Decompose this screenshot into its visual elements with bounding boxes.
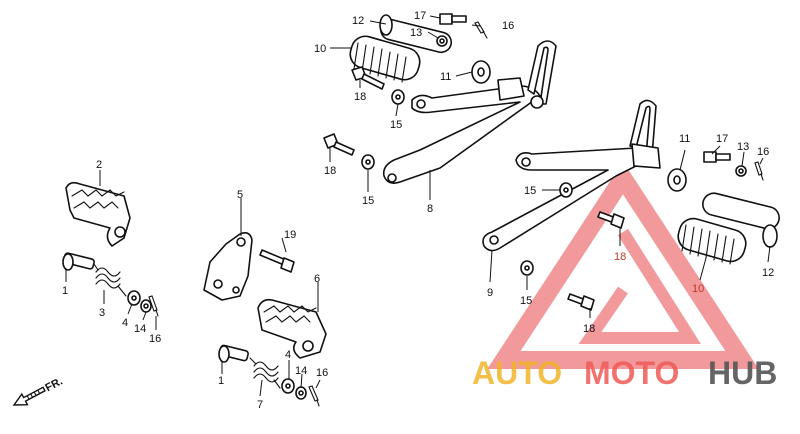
watermark-auto: AUTO xyxy=(472,355,562,391)
front-arrow-icon xyxy=(12,386,46,406)
left-footpeg-assembly xyxy=(62,181,159,317)
callout-11-upper: 11 xyxy=(440,71,451,83)
washer-15-upper xyxy=(391,89,405,105)
footrest-pin-12 xyxy=(379,14,453,54)
callout-15-left: 15 xyxy=(362,195,374,207)
washer-13-right xyxy=(735,165,747,177)
callout-12-upper: 12 xyxy=(352,15,364,27)
callout-7: 7 xyxy=(257,399,263,411)
upper-footrest-assembly xyxy=(323,13,557,184)
washer-15-mid xyxy=(559,182,573,198)
front-label: FR. xyxy=(43,375,64,394)
callout-4-left: 4 xyxy=(122,317,128,329)
watermark-moto: MOTO xyxy=(584,355,679,391)
cotter-pin-16-lower xyxy=(308,385,320,407)
callout-12-right: 12 xyxy=(762,267,774,279)
pin-1-lower xyxy=(218,344,249,363)
callout-18-left: 18 xyxy=(324,165,336,177)
front-direction-indicator: FR. xyxy=(12,375,65,406)
bolt-18-low xyxy=(567,293,595,311)
washer-4-lower xyxy=(281,378,295,394)
bolt-18-left xyxy=(323,133,355,156)
callout-15-mid: 15 xyxy=(524,185,536,197)
spring-3-left xyxy=(93,263,127,297)
bolt-17 xyxy=(439,13,467,25)
callout-numbers: 12 17 16 13 10 11 18 15 18 15 8 15 9 15 … xyxy=(62,10,774,411)
callout-14-left: 14 xyxy=(134,323,146,335)
callout-9: 9 xyxy=(487,287,493,299)
callout-5: 5 xyxy=(237,189,243,201)
washer-14-left xyxy=(140,299,152,313)
cotter-pin-16-left xyxy=(148,295,159,317)
callout-16-left: 16 xyxy=(149,333,161,345)
leader-lines xyxy=(65,15,771,397)
callout-14-lower: 14 xyxy=(295,365,307,377)
pin-1-left xyxy=(62,252,95,271)
footrest-rubber-10-right xyxy=(677,217,747,265)
bolt-18-upper xyxy=(351,66,385,90)
washer-13 xyxy=(436,35,448,47)
callout-17-upper: 17 xyxy=(414,10,426,22)
bolt-19 xyxy=(259,249,295,273)
callout-17-right: 17 xyxy=(716,133,728,145)
callout-6: 6 xyxy=(314,273,320,285)
footrest-bracket-8 xyxy=(382,40,557,184)
callout-8: 8 xyxy=(427,203,433,215)
washer-4-left xyxy=(127,290,141,306)
center-footpeg-assembly xyxy=(203,232,327,407)
callout-2: 2 xyxy=(96,159,102,171)
callout-1-lower: 1 xyxy=(218,375,224,387)
callout-16-upper: 16 xyxy=(502,20,514,32)
washer-11 xyxy=(471,60,491,84)
watermark-logo xyxy=(487,161,759,369)
washer-11-right xyxy=(667,168,687,192)
callout-10-right: 10 xyxy=(692,283,704,295)
washer-14-lower xyxy=(295,386,307,400)
spring-7 xyxy=(249,357,281,389)
callout-3: 3 xyxy=(99,307,105,319)
callout-18-upper: 18 xyxy=(354,91,366,103)
callout-11-right: 11 xyxy=(679,133,690,145)
watermark-hub: HUB xyxy=(708,355,777,391)
callout-13-right: 13 xyxy=(737,141,749,153)
callout-1-left: 1 xyxy=(62,285,68,297)
bolt-18-mid xyxy=(597,211,625,229)
washer-15-left xyxy=(361,154,375,170)
callout-15-low: 15 xyxy=(520,295,532,307)
washer-15-low xyxy=(520,260,534,276)
callout-10-upper: 10 xyxy=(314,43,326,55)
callout-19: 19 xyxy=(284,229,296,241)
callout-18-low: 18 xyxy=(583,323,595,335)
callout-13-upper: 13 xyxy=(410,27,422,39)
cotter-pin-16 xyxy=(474,21,488,39)
bolt-17-right xyxy=(703,151,731,163)
cotter-pin-16-right xyxy=(754,161,764,181)
right-footrest-assembly xyxy=(482,99,780,311)
callout-4-lower: 4 xyxy=(285,349,291,361)
footrest-rubber-10 xyxy=(349,35,421,83)
callout-16-lower: 16 xyxy=(316,367,328,379)
callout-18-mid: 18 xyxy=(614,251,626,263)
watermark-text: AUTO MOTO HUB xyxy=(472,355,777,391)
callout-16-right: 16 xyxy=(757,146,769,158)
callout-15-upper: 15 xyxy=(390,119,402,131)
